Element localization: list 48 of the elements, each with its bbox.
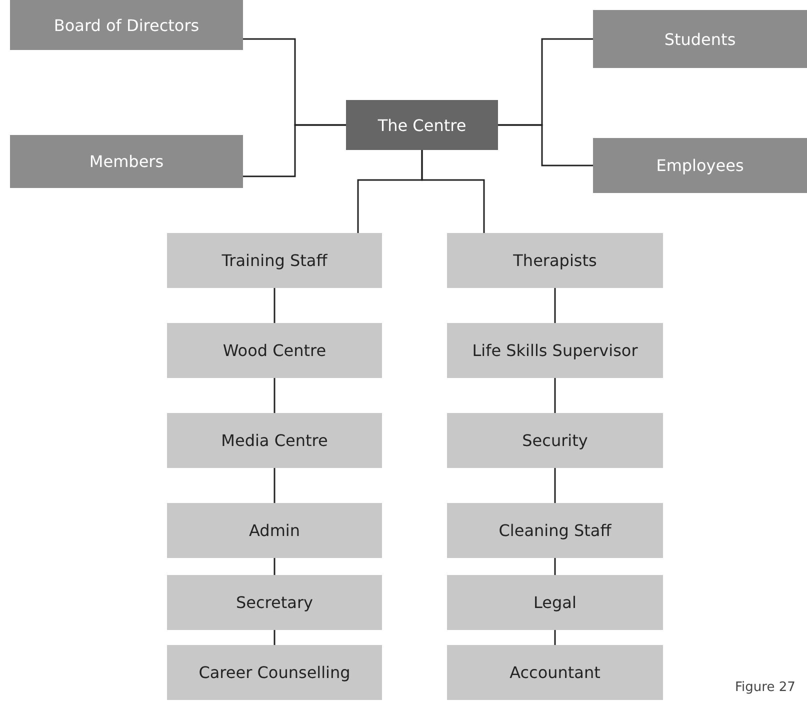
connector-line: [274, 378, 276, 413]
box-label: Secretary: [236, 593, 313, 612]
box-label: Life Skills Supervisor: [472, 341, 638, 360]
stakeholder-box: [10, 0, 243, 50]
stakeholder-box: [593, 138, 807, 193]
stakeholder-box: [10, 135, 243, 188]
connector-line: [421, 150, 485, 233]
department-box: [447, 503, 663, 558]
department-box: [447, 413, 663, 468]
connector-line: [274, 630, 276, 645]
box-label: Board of Directors: [54, 16, 200, 34]
connector-line: [554, 630, 556, 645]
box-label: The Centre: [378, 116, 466, 134]
box-label: Employees: [656, 156, 744, 175]
department-box: [167, 323, 382, 378]
connector-line: [554, 378, 556, 413]
box-label: Media Centre: [221, 431, 328, 450]
connector-line: [274, 288, 276, 323]
box-label: Wood Centre: [222, 341, 326, 360]
department-box: [447, 645, 663, 700]
box-label: Therapists: [513, 251, 597, 270]
connector-line: [554, 468, 556, 503]
box-label: Admin: [249, 521, 300, 540]
centre-box: [346, 100, 498, 150]
department-box: [447, 233, 663, 288]
connector-line: [274, 468, 276, 503]
department-box: [447, 575, 663, 630]
stakeholder-box: [593, 10, 807, 68]
box-label: Training Staff: [222, 251, 328, 270]
department-box: [167, 233, 382, 288]
connector-line: [554, 288, 556, 323]
box-label: Students: [664, 30, 736, 48]
connector-line: [498, 124, 593, 166]
department-box: [167, 503, 382, 558]
department-box: [447, 323, 663, 378]
box-label: Cleaning Staff: [498, 521, 612, 540]
connector-line: [274, 558, 276, 575]
box-label: Security: [522, 431, 588, 450]
department-box: [167, 575, 382, 630]
connector-line: [243, 124, 346, 178]
box-label: Career Counselling: [198, 663, 350, 682]
box-label: Legal: [534, 593, 576, 612]
box-label: Members: [89, 152, 164, 171]
department-box: [167, 413, 382, 468]
connector-line: [554, 558, 556, 575]
figure-caption: Figure 27: [735, 680, 796, 695]
box-label: Accountant: [510, 663, 600, 682]
department-box: [167, 645, 382, 700]
